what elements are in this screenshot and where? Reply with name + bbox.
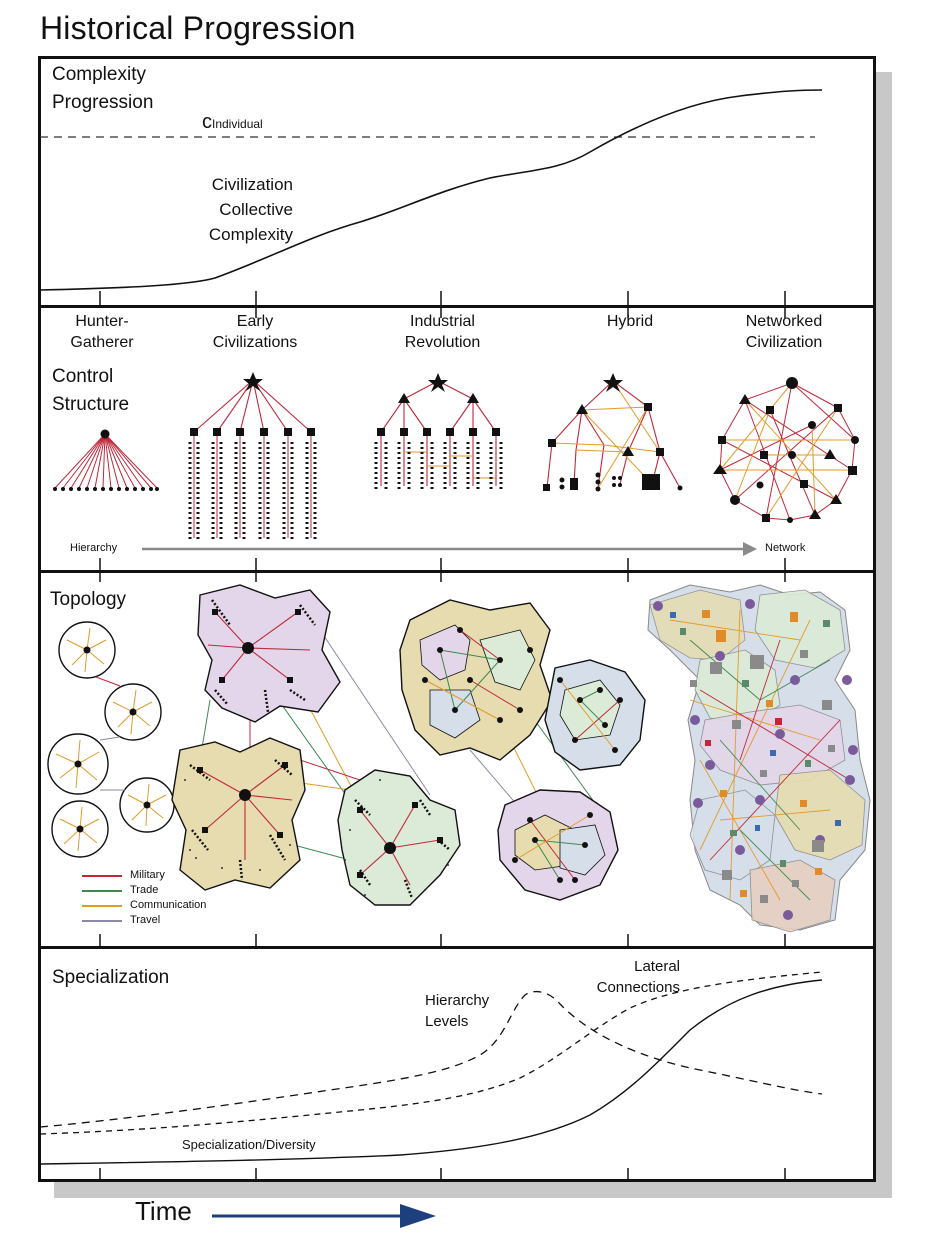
legend-communication: Communication (82, 898, 206, 913)
panel-divider (38, 946, 876, 949)
legend-trade: Trade (82, 883, 206, 898)
specialization-diversity-label: Specialization/Diversity (182, 1137, 316, 1152)
industrial-structure (374, 373, 503, 489)
industrial-regions (399, 599, 646, 901)
complexity-heading-2: Progression (52, 92, 154, 113)
arrow-head-icon (743, 542, 757, 556)
specialization-heading: Specialization (52, 967, 170, 988)
hierarchy-axis-label: Hierarchy (70, 542, 118, 554)
era-hybrid: Hybrid (606, 313, 654, 330)
early-civilization-regions (171, 584, 461, 906)
network-structure (713, 377, 859, 523)
topology-legend: Military Trade Communication Travel (82, 868, 206, 928)
hierarchy-levels-curve (39, 990, 823, 1128)
c-individual-label: cIndividual (202, 111, 263, 133)
hunter-gatherer-structure (53, 429, 159, 491)
legend-military: Military (82, 868, 206, 883)
collective-complexity-label: Civilization Collective Complexity (208, 175, 293, 244)
specialization-diversity-curve (39, 979, 823, 1165)
era-hunter-gatherer: Hunter-Gatherer (70, 313, 134, 351)
control-heading-1: Control (52, 366, 114, 387)
collective-complexity-curve (39, 89, 823, 291)
network-regions (647, 584, 871, 933)
time-arrow-head-icon (400, 1204, 436, 1228)
control-heading-2: Structure (52, 394, 130, 415)
network-axis-label: Network (765, 542, 806, 554)
page-title: Historical Progression (40, 10, 356, 46)
lateral-connections-curve (39, 971, 823, 1135)
early-civilization-structure (188, 372, 317, 540)
band-circles (47, 621, 175, 858)
time-ticks (99, 291, 786, 1180)
panel-divider (38, 570, 876, 573)
time-label: Time (135, 1196, 192, 1226)
topology-heading: Topology (50, 589, 127, 610)
hybrid-structure (543, 373, 683, 492)
complexity-heading-1: Complexity (52, 64, 146, 85)
legend-travel: Travel (82, 913, 206, 928)
panel-divider (38, 305, 876, 308)
